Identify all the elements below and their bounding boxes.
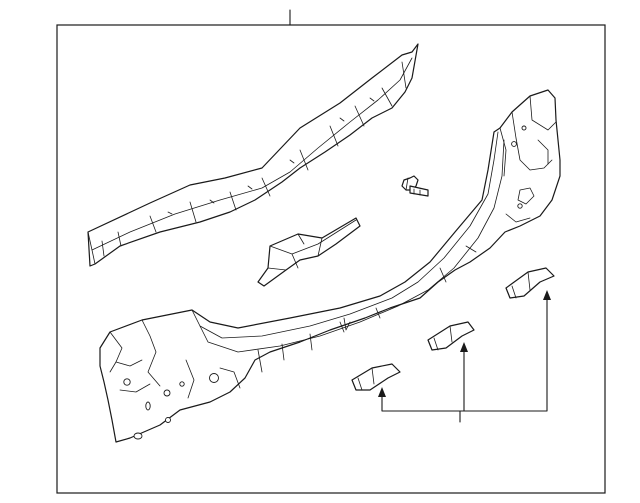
upper-rail (87, 43, 419, 267)
center-bracket (257, 217, 361, 287)
arrow-right (543, 290, 551, 300)
arrow-middle (460, 342, 468, 352)
diagram-frame (56, 24, 606, 494)
small-bracket-left (351, 363, 401, 391)
arrow-left (378, 387, 386, 397)
small-bracket-middle (427, 321, 475, 351)
clip-fastener (401, 175, 429, 197)
bracket-callout (378, 290, 551, 423)
small-bracket-right (505, 267, 555, 299)
rear-body-panel (99, 89, 561, 443)
